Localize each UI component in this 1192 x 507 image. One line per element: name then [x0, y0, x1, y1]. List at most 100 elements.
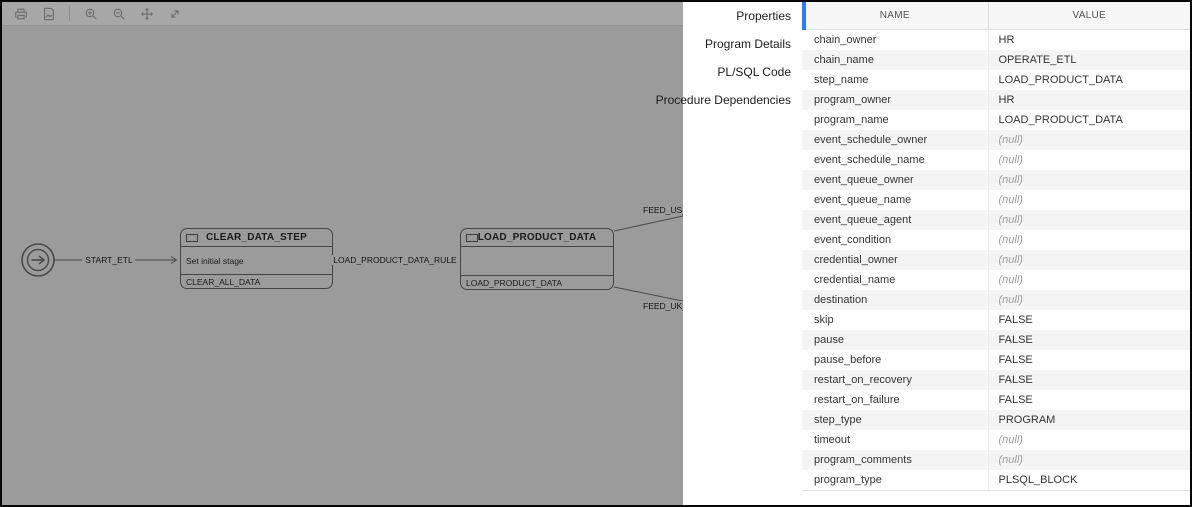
print-button[interactable] [13, 6, 28, 21]
edge-label-load-product-data-rule[interactable]: LOAD_PRODUCT_DATA_RULE [330, 255, 460, 265]
pan-button[interactable] [139, 6, 154, 21]
row-value-cell: FALSE [987, 350, 1190, 370]
row-name-cell: credential_name [814, 274, 896, 286]
column-header-name[interactable]: NAME [802, 2, 988, 30]
table-row[interactable]: step_type PROGRAM [802, 410, 1190, 430]
row-value-cell: FALSE [987, 310, 1190, 330]
table-row[interactable]: program_comments(null) [802, 450, 1190, 470]
row-value-cell: PLSQL_BLOCK [987, 470, 1190, 491]
row-value-cell: (null) [987, 210, 1190, 230]
row-name-cell: step_type [814, 414, 862, 426]
table-row[interactable]: pause FALSE [802, 330, 1190, 350]
row-name-cell: event_queue_name [814, 194, 912, 206]
node-title: LOAD_PRODUCT_DATA [477, 232, 597, 243]
printer-icon [14, 8, 27, 19]
row-value-cell: LOAD_PRODUCT_DATA [987, 110, 1190, 130]
row-value-cell: (null) [987, 170, 1190, 190]
node-clear-data-step[interactable]: CLEAR_DATA_STEP Set initial stage CLEAR_… [180, 228, 333, 289]
row-value-cell: (null) [987, 230, 1190, 250]
row-value-cell: (null) [987, 190, 1190, 210]
node-load-product-data[interactable]: LOAD_PRODUCT_DATA LOAD_PRODUCT_DATA [460, 228, 614, 290]
node-header: LOAD_PRODUCT_DATA [461, 229, 613, 247]
start-node[interactable] [21, 243, 55, 277]
zoom-out-icon [113, 8, 125, 20]
table-row[interactable]: program_name LOAD_PRODUCT_DATA [802, 110, 1190, 130]
row-name-cell: event_condition [814, 234, 892, 246]
table-row[interactable]: credential_name (null) [802, 270, 1190, 290]
tab-pl-sql-code[interactable]: PL/SQL Code [717, 65, 791, 79]
table-row[interactable]: restart_on_failure FALSE [802, 390, 1190, 410]
zoom-out-button[interactable] [111, 6, 126, 21]
row-name-cell: pause [814, 334, 844, 346]
row-name-cell: destination [814, 294, 868, 306]
table-row[interactable]: event_condition (null) [802, 230, 1190, 250]
row-name-cell: event_schedule_name [814, 154, 925, 166]
table-row[interactable]: skip FALSE [802, 310, 1190, 330]
table-row[interactable]: destination (null) [802, 290, 1190, 310]
node-body: Set initial stage [186, 255, 244, 266]
toolbar-separator [69, 6, 70, 21]
fit-to-window-button[interactable] [167, 6, 182, 21]
row-value-cell: HR [987, 29, 1190, 50]
table-row[interactable]: event_schedule_owner (null) [802, 130, 1190, 150]
pan-icon [140, 7, 153, 20]
row-name-cell: restart_on_failure [814, 394, 900, 406]
row-value-cell: (null) [987, 450, 1190, 470]
table-row[interactable]: timeout (null) [802, 430, 1190, 450]
tab-properties[interactable]: Properties [736, 9, 791, 23]
table-row[interactable]: event_queue_agent (null) [802, 210, 1190, 230]
table-row[interactable]: chain_name OPERATE_ETL [802, 50, 1190, 70]
row-name-cell: event_queue_agent [814, 214, 912, 226]
table-row[interactable]: event_queue_owner (null) [802, 170, 1190, 190]
export-image-button[interactable] [41, 6, 56, 21]
row-name-cell: event_schedule_owner [814, 134, 928, 146]
row-name-cell: skip [814, 314, 834, 326]
node-footer: CLEAR_ALL_DATA [181, 274, 332, 288]
row-name-cell: chain_name [814, 54, 874, 66]
program-step-icon [466, 234, 478, 242]
node-footer: LOAD_PRODUCT_DATA [461, 275, 613, 289]
tab-procedure-dependencies[interactable]: Procedure Dependencies [655, 93, 791, 107]
row-value-cell: FALSE [987, 390, 1190, 410]
row-value-cell: (null) [987, 130, 1190, 150]
table-row[interactable]: event_queue_name (null) [802, 190, 1190, 210]
zoom-in-button[interactable] [83, 6, 98, 21]
edge-label-start-etl[interactable]: START_ETL [82, 255, 136, 265]
row-name-cell: pause_before [814, 354, 882, 366]
row-name-cell: credential_owner [814, 254, 898, 266]
node-title: CLEAR_DATA_STEP [206, 232, 307, 243]
fit-to-window-icon [170, 9, 179, 18]
row-value-cell: FALSE [987, 330, 1190, 350]
diagram-toolbar [2, 2, 683, 26]
row-value-cell: (null) [987, 430, 1190, 450]
tab-program-details[interactable]: Program Details [704, 37, 791, 51]
row-name-cell: timeout [814, 434, 851, 446]
edge-label-feed-us-data[interactable]: FEED_US_DAT [640, 205, 683, 215]
edge-label-feed-uk-data[interactable]: FEED_UK_DAT [640, 301, 683, 311]
row-value-cell: HR [987, 90, 1190, 110]
table-row[interactable]: event_schedule_name(null) [802, 150, 1190, 170]
row-value-cell: (null) [987, 250, 1190, 270]
diagram-canvas[interactable]: CLEAR_DATA_STEP Set initial stage CLEAR_… [2, 2, 683, 505]
row-name-cell: event_queue_owner [814, 174, 914, 186]
row-value-cell: PROGRAM [987, 410, 1190, 430]
row-value-cell: LOAD_PRODUCT_DATA [987, 70, 1190, 90]
column-header-value[interactable]: VALUE [987, 2, 1190, 30]
row-value-cell: (null) [987, 270, 1190, 290]
row-name-cell: program_name [814, 114, 889, 126]
table-header-row: NAME VALUE [802, 2, 1190, 30]
row-name-cell: program_type [802, 470, 988, 491]
table-row[interactable]: credential_owner (null) [802, 250, 1190, 270]
table-row[interactable]: pause_before FALSE [802, 350, 1190, 370]
row-value-cell: OPERATE_ETL [987, 50, 1190, 70]
row-value-cell: (null) [987, 290, 1190, 310]
